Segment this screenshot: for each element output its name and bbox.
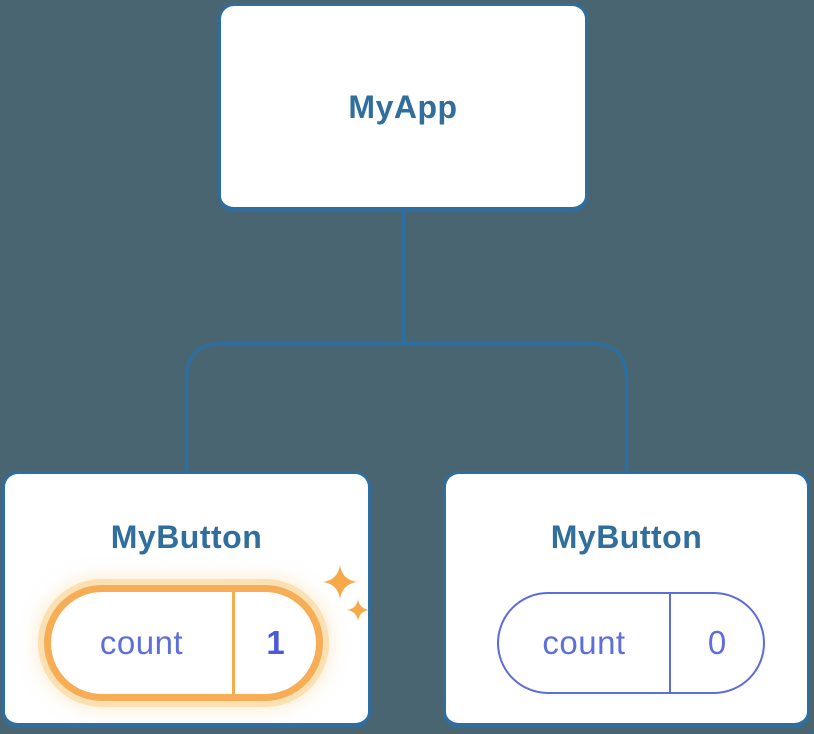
state-pill: count 1 — [44, 585, 323, 701]
connector-branch-bracket — [184, 341, 629, 473]
component-name-child-1: MyButton — [110, 519, 263, 555]
component-name-root: MyApp — [348, 88, 458, 125]
state-pill-divider — [669, 594, 671, 692]
component-node-child-2: MyButton count 0 — [443, 471, 810, 728]
state-key-label: count — [542, 624, 626, 661]
state-pill-divider — [232, 592, 235, 694]
state-pill-highlighted: count 1 — [38, 579, 329, 707]
component-node-root: MyApp — [218, 3, 588, 212]
component-name-child-2: MyButton — [550, 519, 703, 555]
state-pill-normal: count 0 — [497, 592, 765, 694]
state-value: 1 — [266, 624, 285, 661]
state-value: 0 — [707, 624, 727, 661]
sparkle-icon — [323, 565, 369, 621]
component-node-child-1: MyButton count 1 — [2, 471, 371, 728]
state-key-label: count — [99, 624, 184, 661]
state-pill: count 0 — [497, 592, 765, 694]
